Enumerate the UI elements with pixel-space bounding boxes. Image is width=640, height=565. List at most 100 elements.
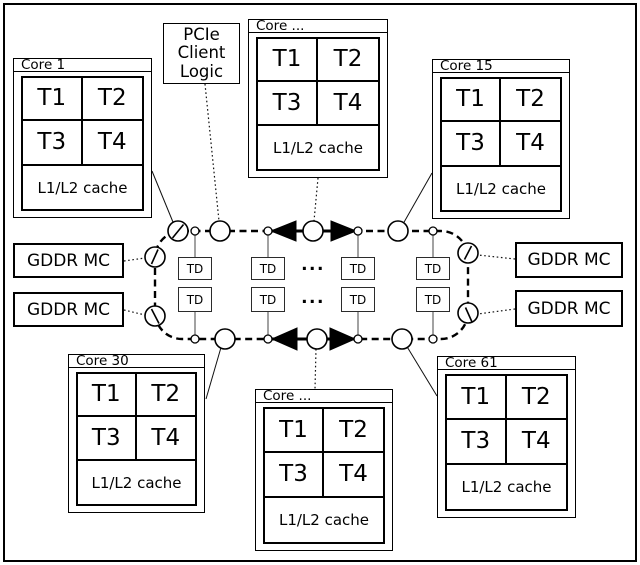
gddr-mc-box-right-bottom: GDDR MC: [515, 290, 623, 327]
l1l2-cache-label: L1/L2 cache: [461, 478, 552, 497]
core-top-connector-line: [313, 177, 319, 222]
thread-cell-t3: T3: [23, 120, 83, 167]
gddr-mc-box-left-bottom: GDDR MC: [13, 292, 124, 327]
thread-cell-t1: T1: [258, 39, 318, 82]
thread-cell-t2: T2: [82, 78, 142, 121]
core15-connector-line: [402, 172, 433, 225]
core-label: Core ...: [256, 389, 392, 403]
core-label: Core 15: [433, 59, 569, 73]
core-label: Core ...: [249, 19, 387, 33]
core-box-30: Core 30 T1 T2 T3 T4 L1/L2 cache: [68, 354, 205, 513]
core-thread-grid: T1 T2 T3 T4 L1/L2 cache: [445, 374, 568, 511]
ring-stop-ticks: [150, 223, 473, 324]
core30-connector-line: [205, 343, 223, 400]
ring-tap-icon: [353, 334, 363, 344]
pcie-label-line: PCIe: [183, 24, 220, 44]
td-row-ellipsis: ...: [301, 288, 325, 308]
thread-cell-t4: T4: [324, 453, 383, 499]
td-box-r2-c2: TD: [251, 287, 285, 312]
core-box-15: Core 15 T1 T2 T3 T4 L1/L2 cache: [432, 59, 570, 219]
l1l2-cache-label: L1/L2 cache: [37, 178, 128, 197]
thread-cell-t4: T4: [506, 420, 566, 466]
ring-stop-icon: [209, 220, 231, 242]
pcie-label-line: Logic: [179, 61, 224, 81]
core-label: Core 61: [438, 356, 575, 370]
td-box-r1-c2: TD: [251, 257, 285, 280]
thread-cell-t2: T2: [136, 374, 195, 417]
bottom-right-arrowhead-icon: [329, 327, 357, 351]
core-box-1: Core 1 T1 T2 T3 T4 L1/L2 cache: [13, 58, 152, 218]
thread-cell-t2: T2: [318, 39, 378, 82]
ring-tap-icon: [263, 226, 273, 236]
core-box-top-ellipsis: Core ... T1 T2 T3 T4 L1/L2 cache: [248, 19, 388, 178]
l1l2-cache-label: L1/L2 cache: [91, 473, 182, 492]
td-box-r2-c1: TD: [178, 287, 212, 312]
thread-cell-t3: T3: [442, 121, 501, 168]
td-box-r2-c4: TD: [416, 287, 450, 312]
td-box-r2-c3: TD: [341, 287, 375, 312]
thread-cell-t2: T2: [501, 79, 560, 122]
ring-stop-icon: [302, 220, 324, 242]
core-label: Core 30: [69, 354, 204, 368]
thread-cell-t1: T1: [23, 78, 83, 121]
td-stems: [194, 235, 434, 335]
core-thread-grid: T1 T2 T3 T4 L1/L2 cache: [263, 407, 385, 544]
connector-lines: [123, 83, 516, 400]
pcie-connector-line: [204, 83, 220, 222]
gddr-mc-box-right-top: GDDR MC: [515, 242, 623, 278]
ring-tap-icon: [190, 226, 200, 236]
ring-stop-icon: [214, 328, 236, 350]
gddr-mc-box-left-top: GDDR MC: [13, 243, 124, 278]
td-row-ellipsis: ...: [301, 255, 325, 275]
l1l2-cache-label: L1/L2 cache: [272, 138, 364, 157]
l1l2-cache-label: L1/L2 cache: [455, 179, 547, 198]
thread-cell-t4: T4: [136, 417, 195, 462]
core-label: Core 1: [14, 58, 151, 72]
td-box-r1-c3: TD: [341, 257, 375, 280]
bottom-left-arrowhead-icon: [270, 327, 298, 351]
core-bottom-connector-line: [314, 348, 317, 390]
thread-cell-t4: T4: [82, 121, 142, 167]
ring-bus: [153, 229, 470, 341]
thread-cell-t3: T3: [447, 419, 507, 466]
thread-cell-t4: T4: [318, 82, 378, 127]
thread-cell-t1: T1: [442, 79, 501, 122]
ring-stop-icon: [306, 328, 328, 350]
ring-tap-icon: [353, 226, 363, 236]
top-right-arrowhead-icon: [330, 220, 358, 242]
thread-cell-t2: T2: [506, 376, 566, 420]
gddr-right-top-connector-line: [477, 254, 516, 260]
ring-tap-icon: [428, 226, 438, 236]
ring-stops-small: [190, 226, 438, 344]
ring-tap-icon: [263, 334, 273, 344]
thread-cell-t1: T1: [78, 374, 137, 417]
ring-stop-icon: [391, 328, 413, 350]
thread-cell-t1: T1: [447, 376, 507, 420]
core-thread-grid: T1 T2 T3 T4 L1/L2 cache: [76, 372, 197, 506]
gddr-left-top-connector-line: [123, 257, 146, 262]
core61-connector-line: [405, 344, 438, 397]
thread-cell-t4: T4: [501, 122, 560, 168]
core-thread-grid: T1 T2 T3 T4 L1/L2 cache: [440, 77, 562, 212]
thread-cell-t1: T1: [265, 409, 324, 453]
core1-connector-line: [151, 170, 176, 228]
pcie-client-logic-box: PCIe Client Logic: [163, 23, 240, 84]
core-box-61: Core 61 T1 T2 T3 T4 L1/L2 cache: [437, 356, 576, 518]
core-thread-grid: T1 T2 T3 T4 L1/L2 cache: [21, 76, 144, 211]
thread-cell-t3: T3: [265, 452, 324, 499]
pcie-label-line: Client: [177, 43, 226, 63]
td-box-r1-c4: TD: [416, 257, 450, 280]
gddr-right-bottom-connector-line: [477, 308, 516, 315]
thread-cell-t3: T3: [78, 416, 137, 462]
thread-cell-t2: T2: [324, 409, 383, 453]
core-box-bottom-ellipsis: Core ... T1 T2 T3 T4 L1/L2 cache: [255, 389, 393, 551]
core-thread-grid: T1 T2 T3 T4 L1/L2 cache: [256, 37, 380, 171]
thread-cell-t3: T3: [258, 81, 318, 127]
top-left-arrowhead-icon: [269, 220, 297, 242]
ring-tap-icon: [428, 334, 438, 344]
ring-tap-icon: [190, 334, 200, 344]
ring-stop-icon: [387, 220, 409, 242]
gddr-left-bottom-connector-line: [123, 309, 146, 316]
